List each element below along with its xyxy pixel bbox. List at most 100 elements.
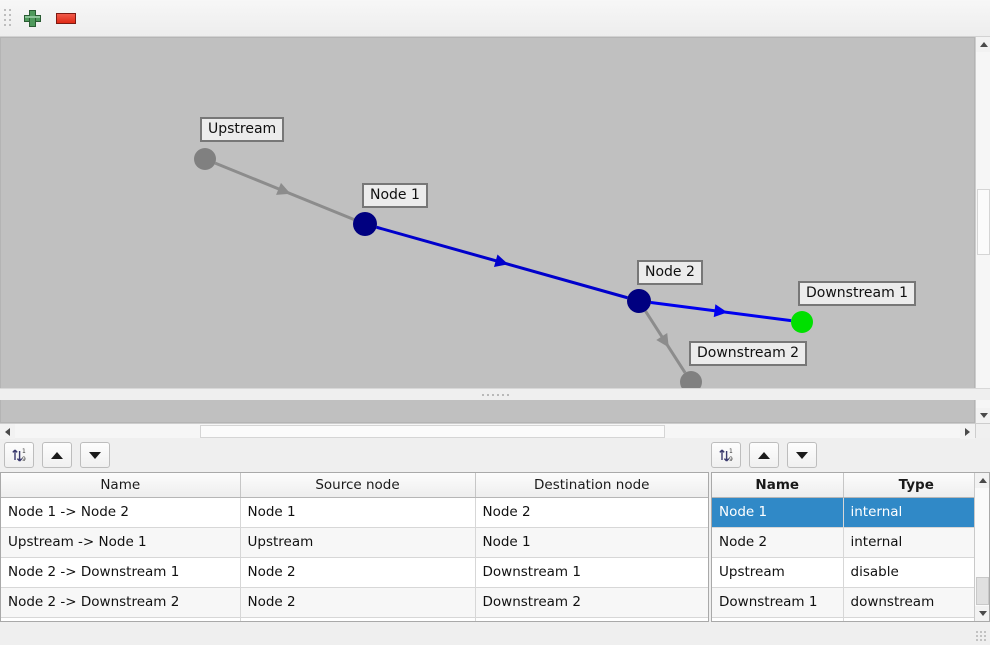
graph-node-downstream2[interactable] <box>680 371 702 393</box>
window-resize-grip[interactable] <box>976 631 988 643</box>
nodes-table-vscroll-thumb[interactable] <box>976 577 989 605</box>
graph-node-label-downstream2[interactable]: Downstream 2 <box>689 341 808 366</box>
table-cell[interactable] <box>1 617 241 621</box>
table-cell[interactable]: Downstream 2 <box>475 587 708 618</box>
table-cell[interactable]: Upstream <box>712 557 844 588</box>
graph-edge-arrow-node2-downstream1 <box>713 304 728 318</box>
node-row[interactable] <box>712 617 989 621</box>
chevron-up-icon <box>979 42 988 47</box>
triangle-down-icon <box>89 451 101 459</box>
table-cell[interactable]: Node 2 <box>240 587 476 618</box>
drag-handle-icon[interactable] <box>3 7 13 29</box>
graph-horizontal-scrollbar[interactable] <box>0 423 975 439</box>
table-cell[interactable] <box>712 617 844 621</box>
nodes-move-down-button[interactable] <box>787 442 817 468</box>
table-cell[interactable] <box>240 617 476 621</box>
connections-move-down-button[interactable] <box>80 442 110 468</box>
scroll-left-button[interactable] <box>0 424 15 439</box>
chevron-right-icon <box>965 427 970 436</box>
table-cell[interactable]: Node 2 -> Downstream 1 <box>1 557 241 588</box>
chevron-up-icon <box>978 478 987 483</box>
table-cell[interactable]: Upstream -> Node 1 <box>1 527 241 558</box>
nodes-table-vertical-scrollbar[interactable] <box>974 473 989 621</box>
svg-text:9: 9 <box>729 456 733 463</box>
plus-icon <box>23 9 41 27</box>
graph-node-label-node1[interactable]: Node 1 <box>362 183 428 208</box>
splitter-grip-icon <box>481 393 509 396</box>
sort-icon: 1 9 <box>12 448 26 463</box>
connections-sort-button[interactable]: 1 9 <box>4 442 34 468</box>
column-header-destination-node[interactable]: Destination node <box>475 473 708 498</box>
chevron-left-icon <box>5 427 10 436</box>
nodes-button-row: 1 9 <box>711 442 817 468</box>
scroll-down-button[interactable] <box>976 408 990 423</box>
graph-node-upstream[interactable] <box>194 148 216 170</box>
table-cell[interactable]: Node 1 <box>475 527 708 558</box>
table-cell[interactable]: Node 2 <box>712 527 844 558</box>
graph-vertical-scrollbar[interactable] <box>975 37 990 423</box>
table-cell[interactable]: Upstream <box>240 527 476 558</box>
connections-button-row: 1 9 <box>4 442 110 468</box>
table-cell[interactable]: Downstream 1 <box>475 557 708 588</box>
graph-edge-arrow-node1-node2 <box>493 254 509 267</box>
scroll-down-button[interactable] <box>975 606 989 621</box>
table-cell[interactable] <box>843 617 989 621</box>
table-cell[interactable]: internal <box>843 497 989 528</box>
table-cell[interactable]: Node 2 -> Downstream 2 <box>1 587 241 618</box>
column-header-source-node[interactable]: Source node <box>240 473 476 498</box>
nodes-move-up-button[interactable] <box>749 442 779 468</box>
connections-move-up-button[interactable] <box>42 442 72 468</box>
scroll-up-button[interactable] <box>975 473 989 488</box>
connection-row[interactable] <box>1 617 708 621</box>
table-cell[interactable]: Downstream 1 <box>712 587 844 618</box>
table-cell[interactable]: Node 1 <box>240 497 476 528</box>
triangle-up-icon <box>758 451 770 459</box>
chevron-down-icon <box>978 611 987 616</box>
graph-node-node2[interactable] <box>627 289 651 313</box>
sort-icon: 1 9 <box>719 448 733 463</box>
table-cell[interactable]: Node 1 <box>712 497 844 528</box>
remove-button[interactable] <box>51 3 81 33</box>
scroll-right-button[interactable] <box>960 424 975 439</box>
graph-edge-arrow-upstream-node1 <box>276 182 291 195</box>
graph-node-downstream1[interactable] <box>791 311 813 333</box>
table-cell[interactable]: Node 1 -> Node 2 <box>1 497 241 528</box>
table-cell[interactable] <box>475 617 708 621</box>
table-cell[interactable]: internal <box>843 527 989 558</box>
add-button[interactable] <box>17 3 47 33</box>
graph-node-node1[interactable] <box>353 212 377 236</box>
nodes-sort-button[interactable]: 1 9 <box>711 442 741 468</box>
graph-hscroll-thumb[interactable] <box>200 425 665 438</box>
table-cell[interactable]: Node 2 <box>475 497 708 528</box>
graph-node-label-upstream[interactable]: Upstream <box>200 117 285 142</box>
column-header-name[interactable]: Name <box>712 473 844 498</box>
column-header-name[interactable]: Name <box>1 473 241 498</box>
table-cell[interactable]: downstream <box>843 587 989 618</box>
scroll-up-button[interactable] <box>976 37 990 52</box>
table-cell[interactable]: disable <box>843 557 989 588</box>
column-header-type[interactable]: Type <box>843 473 989 498</box>
graph-node-label-downstream1[interactable]: Downstream 1 <box>798 281 917 306</box>
panel-splitter[interactable] <box>0 388 990 400</box>
scrollbar-corner <box>975 423 990 438</box>
graph-vscroll-thumb[interactable] <box>977 189 990 255</box>
table-cell[interactable]: Node 2 <box>240 557 476 588</box>
chevron-down-icon <box>979 413 988 418</box>
graph-node-label-node2[interactable]: Node 2 <box>637 260 703 285</box>
